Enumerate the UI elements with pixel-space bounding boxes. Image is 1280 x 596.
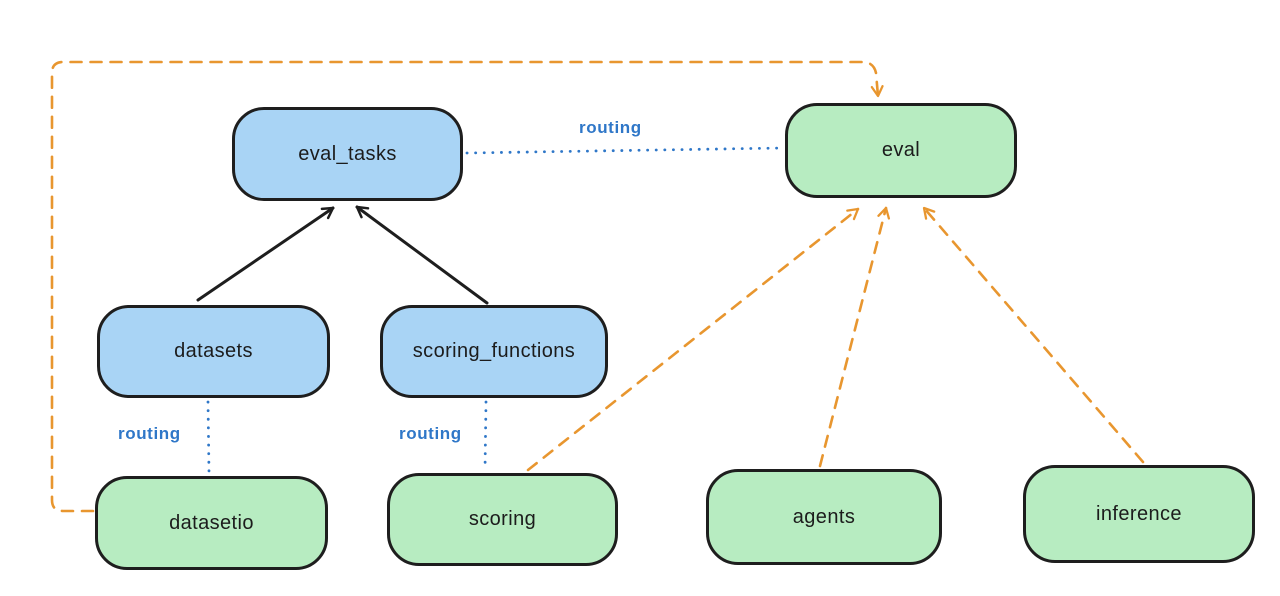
node-datasetio: datasetio [95, 476, 328, 570]
node-inference-label: inference [1096, 502, 1182, 525]
node-eval: eval [785, 103, 1017, 198]
node-datasets: datasets [97, 305, 330, 398]
edge-datasetio-to-eval-loop [50, 60, 884, 513]
node-eval-tasks-label: eval_tasks [298, 142, 397, 165]
node-inference: inference [1023, 465, 1255, 563]
node-datasetio-label: datasetio [169, 511, 254, 534]
edge-scoring-functions-to-scoring-routing [483, 400, 488, 472]
node-agents-label: agents [792, 505, 856, 528]
node-scoring-functions-label: scoring_functions [412, 340, 576, 362]
node-datasets-label: datasets [174, 340, 253, 362]
edge-inference-to-eval [922, 206, 1145, 464]
node-scoring-label: scoring [468, 508, 537, 530]
edge-scoring-to-eval [526, 207, 860, 472]
edge-scoring-functions-to-eval-tasks [355, 205, 489, 305]
node-agents: agents [706, 469, 942, 565]
node-eval-tasks: eval_tasks [232, 107, 463, 201]
node-scoring: scoring [387, 473, 618, 566]
edge-datasets-to-eval-tasks [196, 206, 335, 302]
node-eval-label: eval [881, 139, 921, 161]
edge-label-routing-scoring-functions-scoring: routing [399, 424, 462, 443]
edge-datasets-to-datasetio-routing [206, 400, 211, 474]
edge-label-routing-eval-tasks-eval: routing [579, 118, 642, 137]
edge-label-routing-datasets-datasetio: routing [118, 424, 181, 443]
edge-agents-to-eval [818, 206, 891, 468]
edge-eval-tasks-to-eval-routing [465, 146, 785, 155]
node-scoring-functions: scoring_functions [380, 305, 608, 398]
